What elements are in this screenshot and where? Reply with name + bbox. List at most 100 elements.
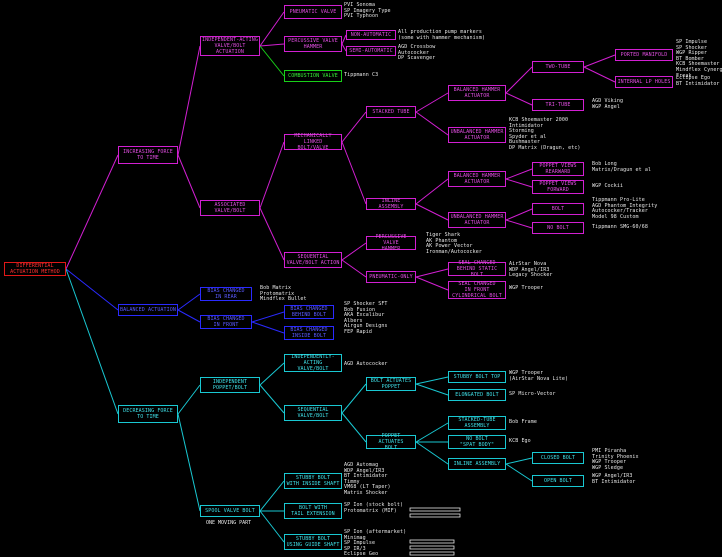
note-poppet-forward: WGP Cockii	[592, 183, 624, 189]
node-bolt: BOLT	[532, 203, 584, 215]
node-ported-manifold: PORTED MANIFOLD	[615, 49, 673, 61]
node-bias-inside-bolt: BIAS CHANGED INSIDE BOLT	[284, 326, 334, 340]
node-independent-acting-2: INDEPENDENTLY- ACTING VALVE/BOLT	[284, 354, 342, 372]
node-semi-automatic: SEMI-AUTOMATIC	[346, 46, 396, 56]
edge-inline-assembly-1-to-unbalanced-hammer-2	[415, 203, 449, 221]
note-combustion-valve: Tippmann C3	[344, 72, 379, 78]
node-balanced-actuation: BALANCED ACTUATION	[118, 304, 178, 316]
note-no-bolt: Tippmann SMG-60/68	[592, 224, 648, 230]
node-decreasing: DECREASING FORCE TO TIME	[118, 405, 178, 423]
edge-bias-front-to-bias-inside-bolt	[251, 321, 285, 334]
edge-sequential-2-to-poppet-actuates	[341, 412, 367, 443]
note-percussive-valve-hammer: Tiger Shark AK Phantom AK Power Vector I…	[426, 232, 482, 255]
edge-unbalanced-hammer-2-to-bolt	[505, 208, 533, 221]
edge-root-to-decreasing	[65, 268, 119, 415]
bolt-sketch	[409, 551, 455, 556]
note-pneumatic-valve: PVI Sonoma SP Imagery Type PVI Typhoon	[344, 2, 391, 20]
edge-increasing-to-independent-acting	[177, 45, 201, 156]
note-stubby-inside: AGD Automag WDP Angel/IR3 BT Intimidator…	[344, 462, 391, 496]
edge-sequential-to-pneumatic-only	[341, 259, 367, 278]
bolt-sketch	[409, 513, 461, 518]
node-independent-poppet-bolt: INDEPENDENT POPPET/BOLT	[200, 377, 260, 393]
node-sequential-2: SEQUENTIAL VALVE/BOLT	[284, 405, 342, 421]
edge-balanced-actuation-to-bias-front	[177, 309, 201, 323]
edge-two-tube-to-ported-manifold	[583, 54, 616, 68]
node-stacked-tube: STACKED TUBE	[366, 106, 416, 118]
edge-poppet-actuates-to-stacked-assembly	[415, 422, 449, 443]
node-no-bolt: NO BOLT	[532, 222, 584, 234]
node-balanced-hammer-2: BALANCED HAMMER ACTUATOR	[448, 171, 506, 187]
node-seal-front: SEAL CHANGED IN FRONT CYLINDRICAL BOLT	[448, 281, 506, 299]
edge-independent-acting-to-percussive-hammer	[259, 43, 285, 47]
node-unbalanced-hammer-2: UNBALANCED HAMMER ACTUATOR	[448, 212, 506, 228]
note-stubby-bolt-top: WGP Trooper (AirStar Nova Lite)	[509, 370, 569, 382]
note-seal-front: WGP Trooper	[509, 285, 544, 291]
note-unbalanced-hammer-1: KCB Shoemaster 2000 Intimidator Storming…	[509, 117, 581, 151]
bolt-sketch	[409, 545, 455, 550]
node-percussive-valve-hammer: PERCUSSIVE VALVE HAMMER	[366, 234, 416, 252]
node-bolt-actuates: BOLT ACTUATES POPPET	[366, 377, 416, 391]
edge-bias-front-to-bias-front-bolt	[251, 311, 285, 323]
node-inline-assembly-1: INLINE ASSEMBLY	[366, 198, 416, 210]
edge-independent-acting-to-pneumatic-valve	[259, 11, 285, 47]
note-semi-automatic: AGD Crossbow Autococker DP Scavenger	[398, 44, 436, 62]
note-stacked-assembly: Bob Frame	[509, 419, 537, 425]
edge-spool-valve-bolt-to-stubby-inside	[259, 480, 285, 512]
edge-increasing-to-associated	[177, 154, 201, 209]
node-poppet-forward: POPPET VIEWS FORWARD	[532, 180, 584, 194]
node-bias-front-bolt: BIAS CHANGED BEHIND BOLT	[284, 305, 334, 319]
node-balanced-hammer-1: BALANCED HAMMER ACTUATOR	[448, 85, 506, 101]
node-pneumatic-only: PNEUMATIC-ONLY	[366, 271, 416, 283]
note-bias-rear: Bob Matrix Protomatrix Mindflex Bullet	[260, 285, 307, 303]
node-bias-rear: BIAS CHANGED IN REAR	[200, 287, 252, 301]
node-internal-lp-holes: INTERNAL LP HOLES	[615, 76, 673, 88]
edge-percussive-hammer-to-semi-automatic	[341, 43, 347, 52]
node-stubby-bolt-top: STUBBY BOLT TOP	[448, 371, 506, 383]
bolt-sketch	[409, 539, 455, 544]
note-non-automatic: All production pump markers (some with h…	[398, 29, 486, 41]
edge-associated-to-sequential	[259, 207, 285, 261]
node-inline-assembly-2: INLINE ASSEMBLY	[448, 458, 506, 470]
edge-pneumatic-only-to-seal-front	[415, 276, 449, 291]
edge-independent-poppet-bolt-to-independent-acting-2	[259, 362, 285, 386]
node-pneumatic-valve: PNEUMATIC VALVE	[284, 5, 342, 19]
edge-decreasing-to-spool-valve-bolt	[177, 413, 201, 512]
node-tri-tube: TRI-TUBE	[532, 99, 584, 111]
node-stacked-assembly: STACKED-TUBE ASSEMBLY	[448, 416, 506, 430]
edge-two-tube-to-internal-lp-holes	[583, 66, 616, 83]
node-increasing: INCREASING FORCE TO TIME	[118, 146, 178, 164]
edge-associated-to-mech-linked	[259, 141, 285, 209]
bolt-sketch	[409, 507, 461, 512]
node-sequential: SEQUENTIAL VALVE/BOLT ACTION	[284, 252, 342, 268]
note-poppet-rearward: Bob Long Matrix/Dragun et al	[592, 161, 652, 173]
node-open-bolt: OPEN BOLT	[532, 475, 584, 487]
edge-stacked-tube-to-balanced-hammer-1	[415, 92, 449, 113]
node-unbalanced-hammer-1: UNBALANCED HAMMER ACTUATOR	[448, 127, 506, 143]
note-bolt: Tippmann Pro-Lite AGD Phantom Integrity …	[592, 197, 658, 220]
caption-one-moving-part: ONE MOVING PART	[206, 520, 252, 526]
edge-inline-assembly-1-to-balanced-hammer-2	[415, 178, 449, 205]
node-seal-sleeve: SEAL CHANGED BEHIND STATIC BOLT	[448, 260, 506, 278]
note-elongated-bolt: SP Micro-Vector	[509, 391, 556, 397]
edge-spool-valve-bolt-to-stubby-guide	[259, 510, 285, 543]
edge-percussive-hammer-to-non-automatic	[341, 34, 347, 45]
node-mech-linked: MECHANICALLY LINKED BOLT/VALVE	[284, 133, 342, 151]
node-bias-front: BIAS CHANGED IN FRONT	[200, 315, 252, 329]
edge-inline-assembly-2-to-closed-bolt	[505, 457, 533, 465]
node-two-tube: TWO-TUBE	[532, 61, 584, 73]
node-percussive-hammer: PERCUSSIVE VALVE HAMMER	[284, 36, 342, 52]
edge-independent-poppet-bolt-to-sequential-2	[259, 384, 285, 414]
edge-pneumatic-only-to-seal-sleeve	[415, 268, 449, 278]
note-seal-sleeve: AirStar Nova WDP Angel/IR3 Legacy Shocke…	[509, 261, 553, 279]
note-ported-manifold: SP Impulse SP Shocker WGP Ripper BT Bomb…	[676, 39, 722, 79]
node-poppet-rearward: POPPET VIEWS REARWARD	[532, 162, 584, 176]
edge-unbalanced-hammer-2-to-no-bolt	[505, 219, 533, 229]
node-bolt-tail: BOLT WITH TAIL EXTENSION	[284, 503, 342, 519]
note-no-bolt-2: KCB Ego	[509, 438, 531, 444]
edge-balanced-hammer-2-to-poppet-rearward	[505, 168, 533, 180]
edge-balanced-actuation-to-bias-rear	[177, 293, 201, 311]
note-independent-acting-2: AGD Autococker	[344, 361, 388, 367]
node-spool-valve-bolt: SPOOL VALVE BOLT	[200, 505, 260, 517]
